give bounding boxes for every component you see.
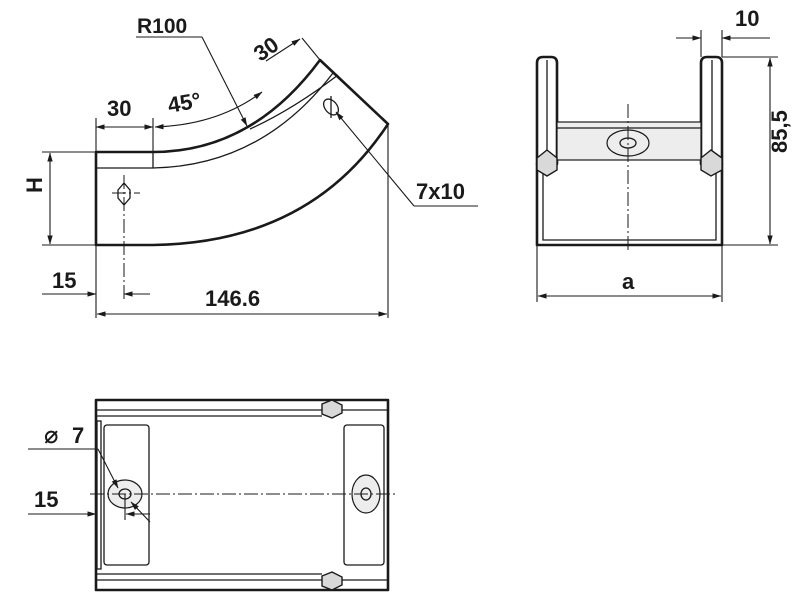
straight-left-label: 30 [107, 96, 131, 121]
straight-left-dimension: 30 [95, 96, 154, 152]
elbow-end-face-edge [332, 72, 389, 125]
bottom-hinge [321, 571, 343, 591]
left-hinge [536, 149, 558, 177]
wall-thickness-dimension: 10 [676, 6, 770, 57]
top-hinge [321, 399, 343, 419]
elbow-inner-wall-line [96, 72, 334, 169]
slot-label: 7x10 [416, 179, 465, 204]
top-view: ⌀ 7 15 [28, 398, 398, 592]
bottom-channel [535, 162, 724, 247]
height-label: H [22, 177, 47, 193]
radius-label: R100 [137, 15, 187, 38]
top-view-outline [94, 398, 390, 592]
slot-hole-left [112, 175, 140, 300]
hole-diameter-label: 7 [72, 423, 84, 448]
top-hole-offset-label: 15 [34, 487, 58, 512]
bottom-channel-inner [542, 164, 717, 241]
hole-diameter-dimension: ⌀ 7 [28, 422, 151, 523]
left-end-edge [96, 420, 102, 570]
right-hinge [700, 149, 723, 177]
straight-right-label: 30 [249, 32, 283, 67]
end-view: 10 85,5 a [535, 6, 792, 302]
diameter-symbol: ⌀ [44, 422, 58, 449]
angle-dimension: 45° [154, 87, 263, 130]
right-end-panel [343, 424, 385, 566]
straight-right-dimension: 30 [249, 32, 321, 67]
angle-label: 45° [166, 87, 203, 117]
slot-dimension: 7x10 [335, 111, 478, 207]
top-hole-offset-dimension: 15 [28, 487, 150, 520]
wall-thickness-label: 10 [735, 6, 759, 31]
overall-length-dimension: 146.6 [96, 124, 389, 318]
end-height-dimension: 85,5 [722, 56, 792, 246]
elbow-body-outline [94, 58, 390, 247]
overall-length-label: 146.6 [205, 286, 260, 311]
height-dimension: H [22, 151, 96, 246]
end-height-label: 85,5 [767, 110, 792, 153]
hole-offset-label: 15 [52, 268, 76, 293]
side-view: R100 30 45° 30 H [22, 15, 478, 318]
hole-offset-dimension: 15 [42, 245, 150, 318]
width-label: a [622, 269, 635, 294]
left-end-panel [103, 424, 150, 566]
right-side-wall [699, 55, 724, 172]
width-dimension: a [536, 245, 723, 302]
